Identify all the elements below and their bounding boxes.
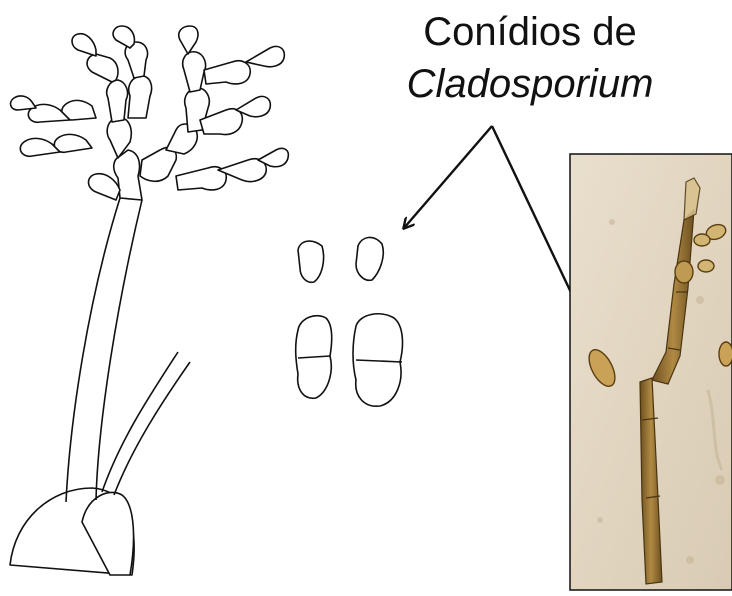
arrow-to-drawn-conidia xyxy=(404,126,492,228)
micrograph-photo xyxy=(570,154,732,590)
pointer-arrows xyxy=(404,126,585,322)
conidium-small-2 xyxy=(356,237,383,280)
conidiophore-drawing xyxy=(10,26,288,575)
secondary-stalk xyxy=(102,352,190,495)
conidia-chains xyxy=(11,26,289,200)
conidium-small-1 xyxy=(298,241,324,282)
isolated-conidia xyxy=(296,237,403,406)
